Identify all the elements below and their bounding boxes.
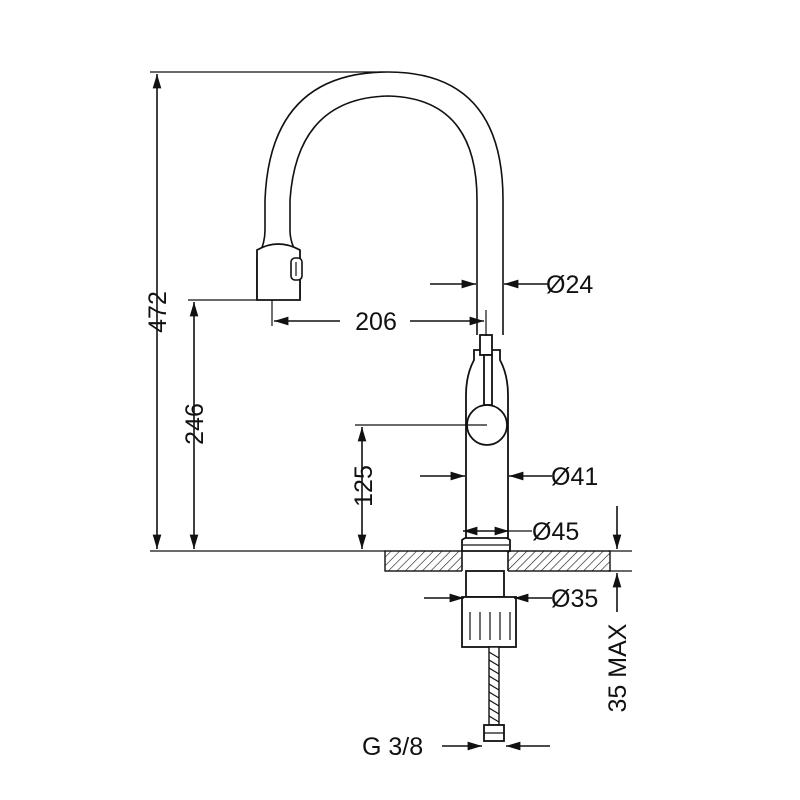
dim-base-diameter: Ø45: [463, 518, 579, 546]
label-d24: Ø24: [546, 271, 593, 299]
dim-counter-thickness: 35 MAX: [604, 506, 632, 712]
label-35-max: 35 MAX: [604, 623, 632, 712]
label-125: 125: [350, 465, 378, 507]
dim-hose-thread: G 3/8: [362, 733, 550, 761]
label-472: 472: [144, 291, 172, 333]
label-g38: G 3/8: [362, 733, 423, 761]
label-246: 246: [181, 403, 209, 445]
dim-spout-height: 246: [181, 299, 257, 549]
spout: [256, 71, 504, 335]
shank-assembly: [461, 570, 517, 742]
label-d45: Ø45: [532, 518, 579, 546]
label-206: 206: [355, 308, 397, 336]
label-d35: Ø35: [551, 585, 598, 613]
dim-handle-height: 125: [350, 424, 487, 549]
label-d41: Ø41: [551, 463, 598, 491]
countertop: [384, 550, 611, 572]
dim-shank-diameter: Ø35: [424, 585, 598, 613]
dim-spout-reach: 206: [271, 300, 487, 336]
dim-overall-height: 472: [144, 71, 385, 552]
dim-spout-diameter: Ø24: [430, 271, 593, 299]
dim-body-diameter: Ø41: [420, 463, 598, 491]
